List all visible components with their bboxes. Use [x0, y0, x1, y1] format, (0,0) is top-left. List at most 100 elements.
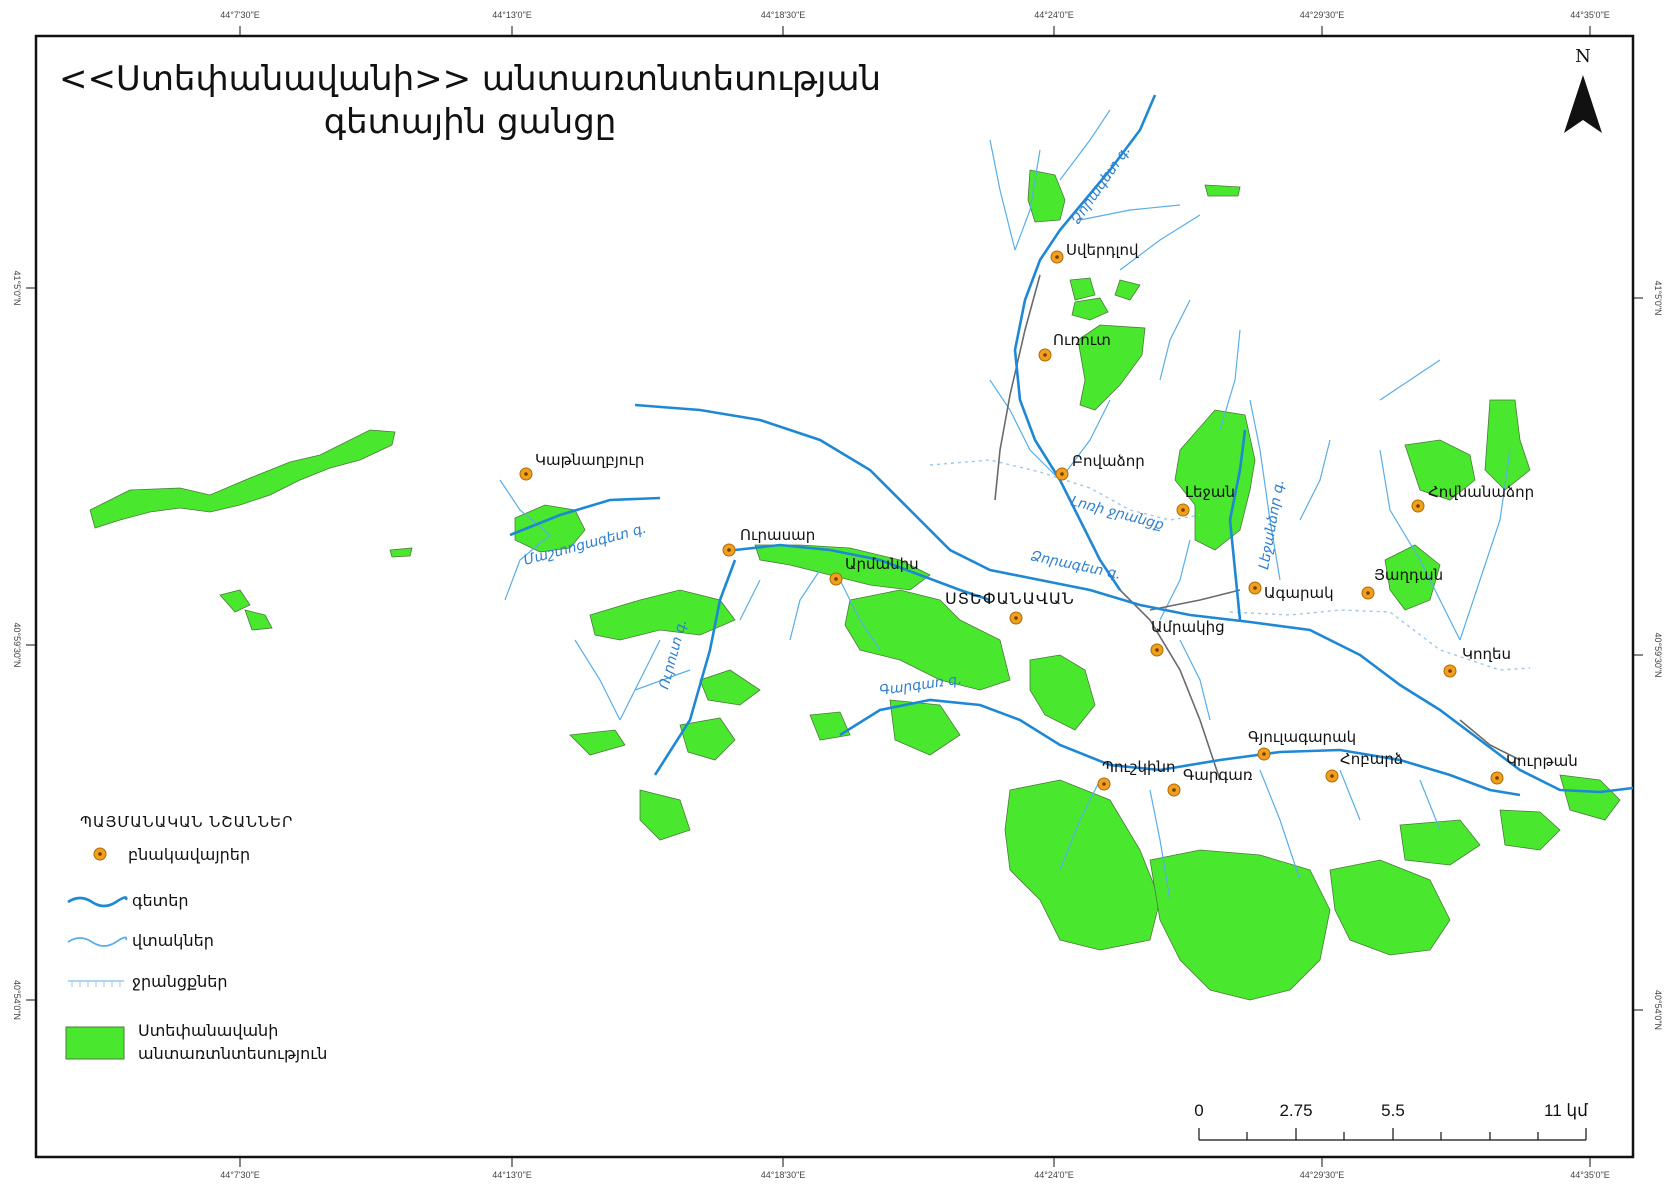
forest-patch: [244, 609, 273, 631]
legend-title: ՊԱՅՄԱՆԱԿԱՆ ՆՇԱՆՆԵՐ: [80, 813, 293, 831]
settlement-label: Գարգառ: [1183, 766, 1253, 784]
forest-patch: [1114, 279, 1141, 301]
settlement-lejan: Լեջան: [1176, 483, 1235, 517]
scale-label-2: 5.5: [1381, 1101, 1405, 1120]
legend-label: վտակներ: [132, 931, 214, 950]
forest-patch: [1071, 297, 1109, 321]
coord-right-3: 40°54'0"N: [1653, 990, 1663, 1030]
forest-patch: [569, 729, 626, 756]
settlement-label: Ուրասար: [740, 526, 815, 544]
coord-labels-right: 41°5'0"N 40°59'30"N 40°54'0"N: [1653, 280, 1663, 1030]
forest-patch-hovnanadzor: [1404, 439, 1476, 501]
river-gargar: [839, 698, 1521, 797]
river-line-icon: [67, 896, 128, 908]
forest-patch: [639, 789, 691, 841]
forest-patch: [889, 699, 961, 756]
forest-patch: [1399, 819, 1481, 866]
forest-patch: [1329, 859, 1451, 956]
map-title-line-1: <<Ստեփանավանի>> անտառտնտեսության: [59, 59, 881, 99]
settlement-hovnanadzor: Հովնանաձոր: [1411, 483, 1534, 513]
map-title-line-2: գետային ցանցը: [324, 102, 617, 142]
coord-top-6: 44°35'0"E: [1570, 10, 1610, 20]
road-north: [994, 274, 1041, 501]
forest-patch: [679, 717, 736, 761]
road-south: [1099, 559, 1221, 781]
settlement-kurtan: Կուրթան: [1490, 752, 1578, 785]
coord-bottom-5: 44°29'30"E: [1300, 1170, 1345, 1180]
coord-bottom-4: 44°24'0"E: [1034, 1170, 1074, 1180]
settlement-hobardz: Հոբարձ: [1325, 750, 1403, 783]
river-mashtots: [653, 559, 737, 776]
settlement-label: Հովնանաձոր: [1428, 483, 1534, 501]
coord-top-5: 44°29'30"E: [1300, 10, 1345, 20]
legend-item-rivers: գետեր: [67, 891, 189, 910]
settlement-label-city: ՍՏԵՓԱՆԱՎԱՆ: [945, 589, 1075, 608]
settlement-urut: Ուռուտ: [1038, 331, 1111, 362]
north-arrow: N: [1564, 46, 1602, 133]
settlement-gyulagarak: Գյուլագարակ: [1248, 728, 1356, 761]
forest-patch: [1069, 277, 1096, 301]
legend-item-tributaries: վտակներ: [67, 931, 214, 950]
road: [1459, 719, 1521, 761]
river-lejan: [1228, 429, 1247, 621]
forest-areas: [89, 169, 1621, 1001]
forest-patch-pushkino-south: [1004, 779, 1161, 951]
legend: ՊԱՅՄԱՆԱԿԱՆ ՆՇԱՆՆԵՐ բնակավայրեր գետեր վտա…: [65, 813, 327, 1063]
legend-item-canals: ջրանցքներ: [68, 972, 228, 991]
forest-patch: [589, 589, 736, 641]
scale-bar: 0 2.75 5.5 11 կմ: [1194, 1101, 1588, 1141]
scale-label-3: 11 կմ: [1544, 1101, 1588, 1120]
forest-patch-far-east: [1559, 774, 1621, 821]
settlement-label: Գյուլագարակ: [1248, 728, 1356, 746]
coord-bottom-6: 44°35'0"E: [1570, 1170, 1610, 1180]
settlement-amrakits: Ամրակից: [1150, 618, 1225, 657]
river-tributary-armanis: [734, 543, 991, 602]
forest-patch-gyulagarak-south: [1149, 849, 1331, 1001]
legend-label: ջրանցքներ: [132, 972, 228, 991]
forest-patch-kurtan: [1499, 809, 1561, 851]
coord-right-2: 40°59'30"N: [1653, 632, 1663, 677]
forest-patch-stepanavan-south: [844, 589, 1011, 691]
coord-left-2: 40°59'30"N: [12, 622, 22, 667]
settlement-label: Ամրակից: [1151, 618, 1225, 636]
coord-top-2: 44°13'0"E: [492, 10, 532, 20]
legend-item-forestry: Ստեփանավանի անտառտնտեսություն: [65, 1021, 327, 1063]
settlement-label: Հոբարձ: [1340, 750, 1403, 768]
forest-patch-lejan: [1174, 409, 1256, 551]
legend-label: գետեր: [132, 891, 189, 910]
tributaries: [499, 109, 1511, 901]
forest-patch-west-ridge: [89, 429, 396, 529]
coord-right-1: 41°5'0"N: [1653, 280, 1663, 315]
coord-top-4: 44°24'0"E: [1034, 10, 1074, 20]
coord-bottom-2: 44°13'0"E: [492, 1170, 532, 1180]
coord-labels-top: 44°7'30"E 44°13'0"E 44°18'30"E 44°24'0"E…: [220, 10, 1610, 20]
settlement-label: Պուշկինո: [1102, 758, 1176, 776]
settlement-agarak: Ագարակ: [1248, 581, 1334, 602]
coord-left-1: 41°5'0"N: [12, 270, 22, 305]
settlement-koghes: Կողես: [1443, 645, 1511, 678]
forest-patch: [699, 669, 761, 706]
settlement-label: Կողես: [1462, 645, 1511, 663]
river-label-lejan: Լեջանձոր գ.: [1256, 478, 1288, 570]
forest-patch: [219, 589, 251, 613]
coord-bottom-1: 44°7'30"E: [220, 1170, 260, 1180]
tributary-line-icon: [67, 936, 128, 947]
settlement-sverdlov: Սվերդլով: [1050, 241, 1139, 264]
settlement-stepanavan: ՍՏԵՓԱՆԱՎԱՆ: [945, 589, 1075, 625]
north-label: N: [1575, 46, 1591, 67]
north-arrow-icon: [1564, 75, 1602, 133]
settlements: Սվերդլով Ուռուտ Բովաձոր Կաթնաղբյուր Ուրա…: [519, 241, 1578, 797]
road: [1149, 589, 1241, 611]
forest-patch: [389, 547, 413, 558]
settlement-urasar: Ուրասար: [722, 526, 815, 557]
coord-bottom-3: 44°18'30"E: [761, 1170, 806, 1180]
forest-patch-katnaghbyur: [514, 504, 586, 553]
river-dzoraget: [634, 403, 1634, 794]
settlement-label: Բովաձոր: [1072, 452, 1145, 470]
settlement-bovadzor: Բովաձոր: [1055, 452, 1145, 481]
river-label-dzoraget: Ձորագետ գ.: [1029, 548, 1122, 583]
settlement-katnaghbyur: Կաթնաղբյուր: [519, 451, 644, 481]
settlement-label: Յաղդան: [1374, 566, 1443, 584]
settlement-pushkino: Պուշկինո: [1097, 758, 1176, 791]
